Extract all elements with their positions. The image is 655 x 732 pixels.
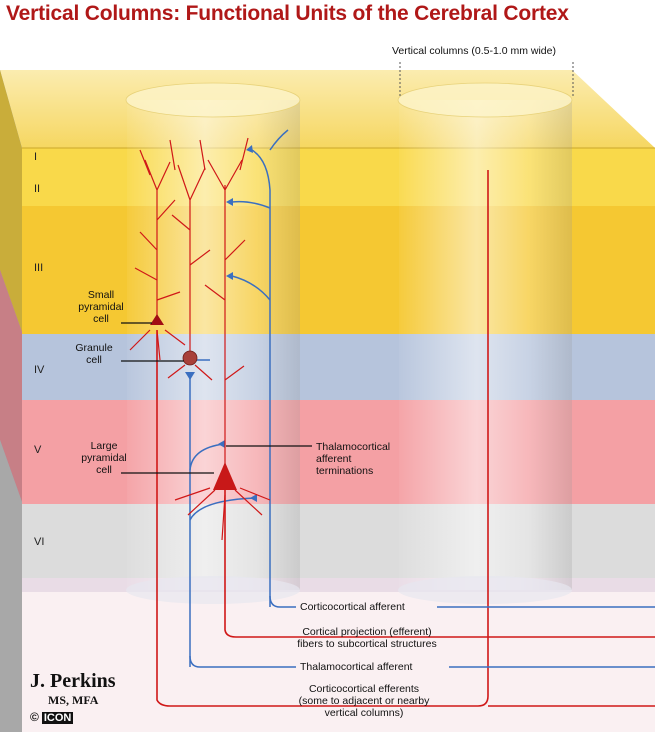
efferent-axons (156, 170, 655, 707)
granule-soma (182, 350, 198, 366)
publisher-logo: ©ICON (30, 710, 74, 724)
corticocortical-efferents-label: Corticocortical efferents(some to adjace… (298, 683, 430, 719)
artist-name: J. Perkins (30, 670, 116, 692)
artist-degree: MS, MFA (48, 693, 99, 707)
layer-label-2: II (34, 183, 41, 195)
layer-label-5: V (34, 444, 42, 456)
layer-label-4: IV (34, 364, 45, 376)
small-pyramidal-soma (150, 314, 164, 325)
thalamocortical-afferent-label: Thalamocortical afferent (300, 661, 413, 673)
cortical-projection-label: Cortical projection (efferent)fibers to … (297, 626, 437, 650)
white-matter (22, 592, 655, 732)
layer-label-6: VI (34, 536, 45, 548)
corticocortical-afferent-label: Corticocortical afferent (300, 601, 405, 613)
diagram-title: Vertical Columns: Functional Units of th… (6, 2, 569, 25)
output-lines (189, 595, 655, 668)
neuron-dendrites (129, 137, 271, 541)
layer-label-1: I (34, 151, 38, 163)
vertical-column-left (125, 82, 301, 604)
leader-lines (121, 322, 312, 474)
layer-label-3: III (34, 262, 44, 274)
artist-signature: J. Perkins MS, MFA ©ICON (30, 670, 116, 724)
vertical-column-right (397, 82, 573, 604)
column-width-label: Vertical columns (0.5-1.0 mm wide) (392, 45, 556, 57)
afferent-fibers (189, 129, 289, 667)
large-pyramidal-soma (213, 462, 237, 490)
